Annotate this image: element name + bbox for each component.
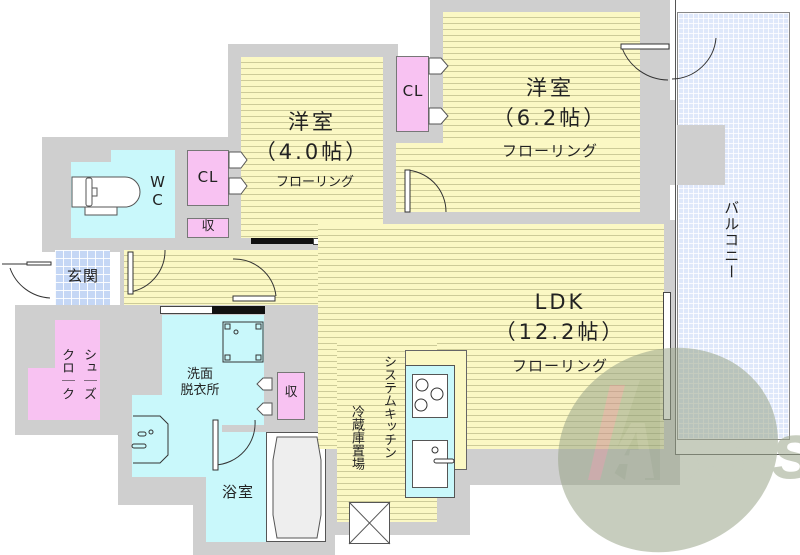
sink (412, 440, 448, 488)
western-room-6-size: （6.2帖） (492, 106, 608, 130)
shoe-closet-label-1: シュ｜ズ (80, 348, 96, 400)
western-room-4-label: 洋室 (288, 110, 336, 134)
washroom-label-1: 洗面 (186, 367, 213, 382)
closet-room4 (187, 150, 229, 206)
bathroom-label: 浴室 (221, 483, 254, 501)
stove-burners-icon (414, 378, 444, 412)
ldk-size: （12.2帖） (494, 320, 626, 344)
assist-watermark: Assist (558, 347, 800, 553)
balcony-wall-notch (677, 125, 725, 185)
hall-door-swing (232, 258, 277, 297)
room6-door-swing (404, 169, 447, 213)
wall-room6-lower (396, 212, 666, 224)
washroom-label-2: 脱衣所 (180, 383, 220, 398)
system-kitchen-label: システムキッチン (380, 355, 396, 459)
balcony-door-swing-2 (671, 37, 717, 80)
room6-door-panel (404, 169, 411, 213)
entrance-door-swing (9, 267, 51, 299)
fridge-space-label: 冷蔵庫置場 (348, 405, 364, 470)
wc-label-w: W (150, 173, 166, 191)
western-room-4-flooring: フローリング (275, 175, 354, 190)
balcony-label: バルコニー (722, 200, 741, 280)
balcony-door-panel (620, 43, 670, 50)
sink-faucet-icon (431, 446, 455, 464)
ldk-flooring: フローリング (511, 357, 608, 375)
shoe-closet-label-2: クロ｜ク (58, 348, 74, 400)
washing-machine-pan-icon (222, 321, 264, 363)
storage-hall-label: 収 (201, 219, 215, 234)
window-shutter-wash (212, 306, 265, 314)
wc-notch (71, 150, 111, 162)
wc-label-c: C (152, 191, 164, 209)
ldk-label: LDK (534, 290, 586, 314)
closet-room4-label: CL (197, 168, 219, 186)
fridge-cross-icon (348, 501, 391, 545)
entrance (55, 250, 110, 305)
closet-door-markers (228, 57, 449, 416)
balcony-door-swing (621, 47, 669, 81)
bath-door-swing (214, 419, 256, 466)
western-room-6-lower (396, 143, 640, 212)
closet-room6-label: CL (402, 82, 424, 100)
vanity-sink-icon (131, 415, 169, 464)
entrance-door-panel (26, 261, 52, 266)
bathtub-basin-icon (272, 436, 322, 539)
hall-door-panel (232, 295, 276, 302)
bath-door-panel (212, 419, 219, 471)
window-shutter-1 (251, 238, 314, 244)
western-room-6-flooring: フローリング (501, 142, 598, 160)
western-room-6-label: 洋室 (526, 76, 574, 100)
western-room-4 (241, 57, 383, 238)
shoe-closet-lower (28, 368, 63, 420)
closet-room6 (396, 56, 429, 132)
wc-door-swing (129, 249, 166, 293)
storage-wash-label: 収 (284, 385, 298, 400)
western-room-4-size: （4.0帖） (254, 140, 370, 164)
wc-door-panel (127, 251, 134, 295)
storage-wash (277, 372, 305, 420)
storage-hall (187, 218, 229, 238)
toilet-icon (71, 176, 141, 216)
entrance-label: 玄関 (66, 267, 99, 285)
watermark-text: Assist (600, 406, 800, 495)
